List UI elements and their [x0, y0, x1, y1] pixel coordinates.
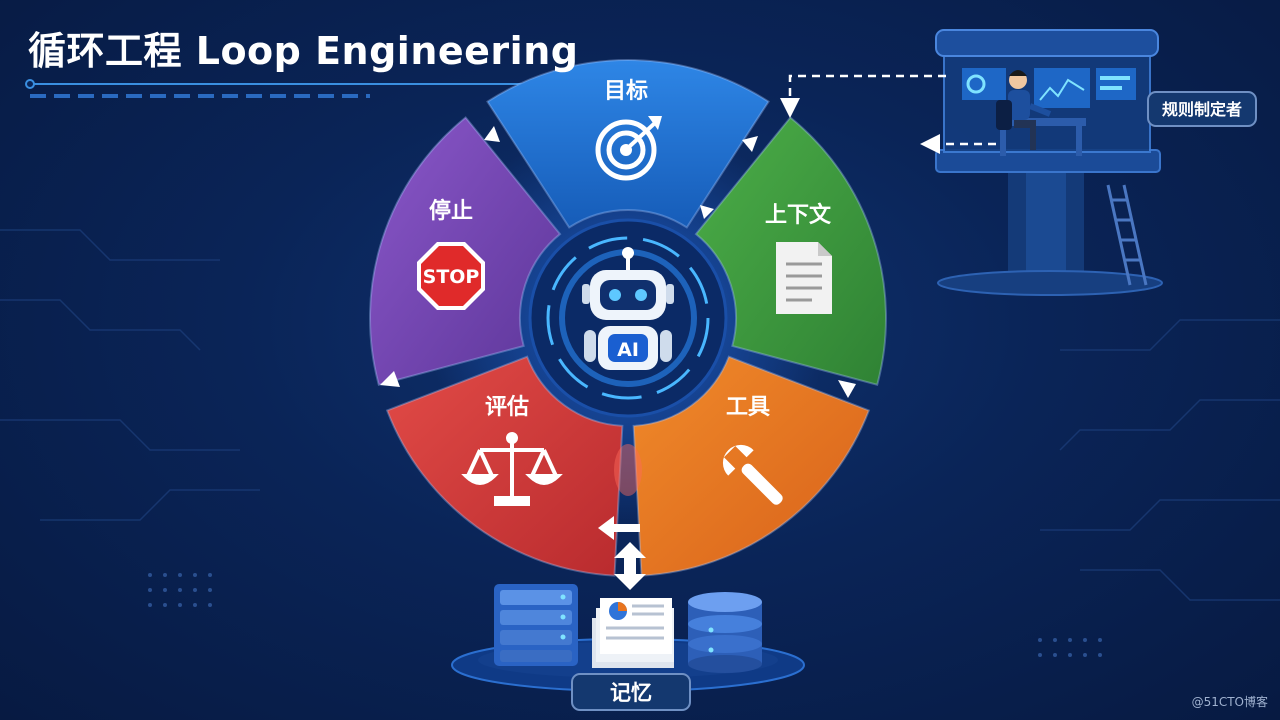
database-icon — [688, 592, 762, 673]
watermark: @51CTO博客 — [1191, 695, 1268, 709]
person-icon — [996, 70, 1052, 150]
junction-glow — [614, 444, 642, 496]
stop-sign-text: STOP — [423, 266, 480, 288]
ai-badge-text: AI — [617, 339, 639, 361]
title-underline — [25, 79, 545, 98]
arrow-memory-bidirectional — [614, 542, 646, 590]
stage-label-stop: 停止 — [429, 198, 473, 224]
arrow-context-entry — [700, 205, 714, 219]
arrow-evaluate-to-stop — [380, 371, 400, 387]
stage-label-context: 上下文 — [765, 202, 832, 228]
ring-segment-evaluate — [385, 355, 624, 577]
circuit-background — [0, 229, 1280, 601]
stage-label-tools: 工具 — [726, 395, 770, 420]
arrow-goal-to-context — [742, 136, 758, 152]
arrow-stop-to-goal — [484, 126, 500, 142]
memory-label-box: 记忆 — [571, 673, 691, 711]
target-icon — [595, 116, 662, 181]
rule-maker-label: 规则制定者 — [1162, 100, 1242, 119]
robot-icon: AI — [582, 247, 674, 370]
scale-icon — [461, 432, 563, 506]
ring-segment-goal — [486, 59, 770, 229]
page-title: 循环工程 Loop Engineering — [28, 29, 579, 73]
arrow-context-to-tools — [838, 380, 856, 398]
rule-maker-label-box: 规则制定者 — [1147, 91, 1257, 127]
memory-connector — [598, 516, 646, 590]
dot-grid-left — [148, 573, 212, 607]
rule-maker-arrows — [780, 74, 996, 154]
dot-grid-right — [1038, 638, 1102, 657]
document-icon — [776, 242, 832, 314]
wrench-icon — [722, 444, 783, 505]
flow-arrows — [380, 126, 856, 398]
memory-label: 记忆 — [610, 681, 652, 705]
stage-label-evaluate: 评估 — [485, 395, 529, 420]
ai-badge — [608, 334, 648, 362]
circular-arrow-ring — [546, 236, 710, 400]
arrow-memory-to-loop — [598, 516, 640, 540]
control-tower — [935, 29, 1163, 296]
document-stack-icon — [592, 598, 674, 668]
stop-sign-icon: STOP — [417, 242, 485, 310]
stage-label-goal: 目标 — [604, 78, 648, 104]
server-rack-icon — [494, 584, 578, 666]
